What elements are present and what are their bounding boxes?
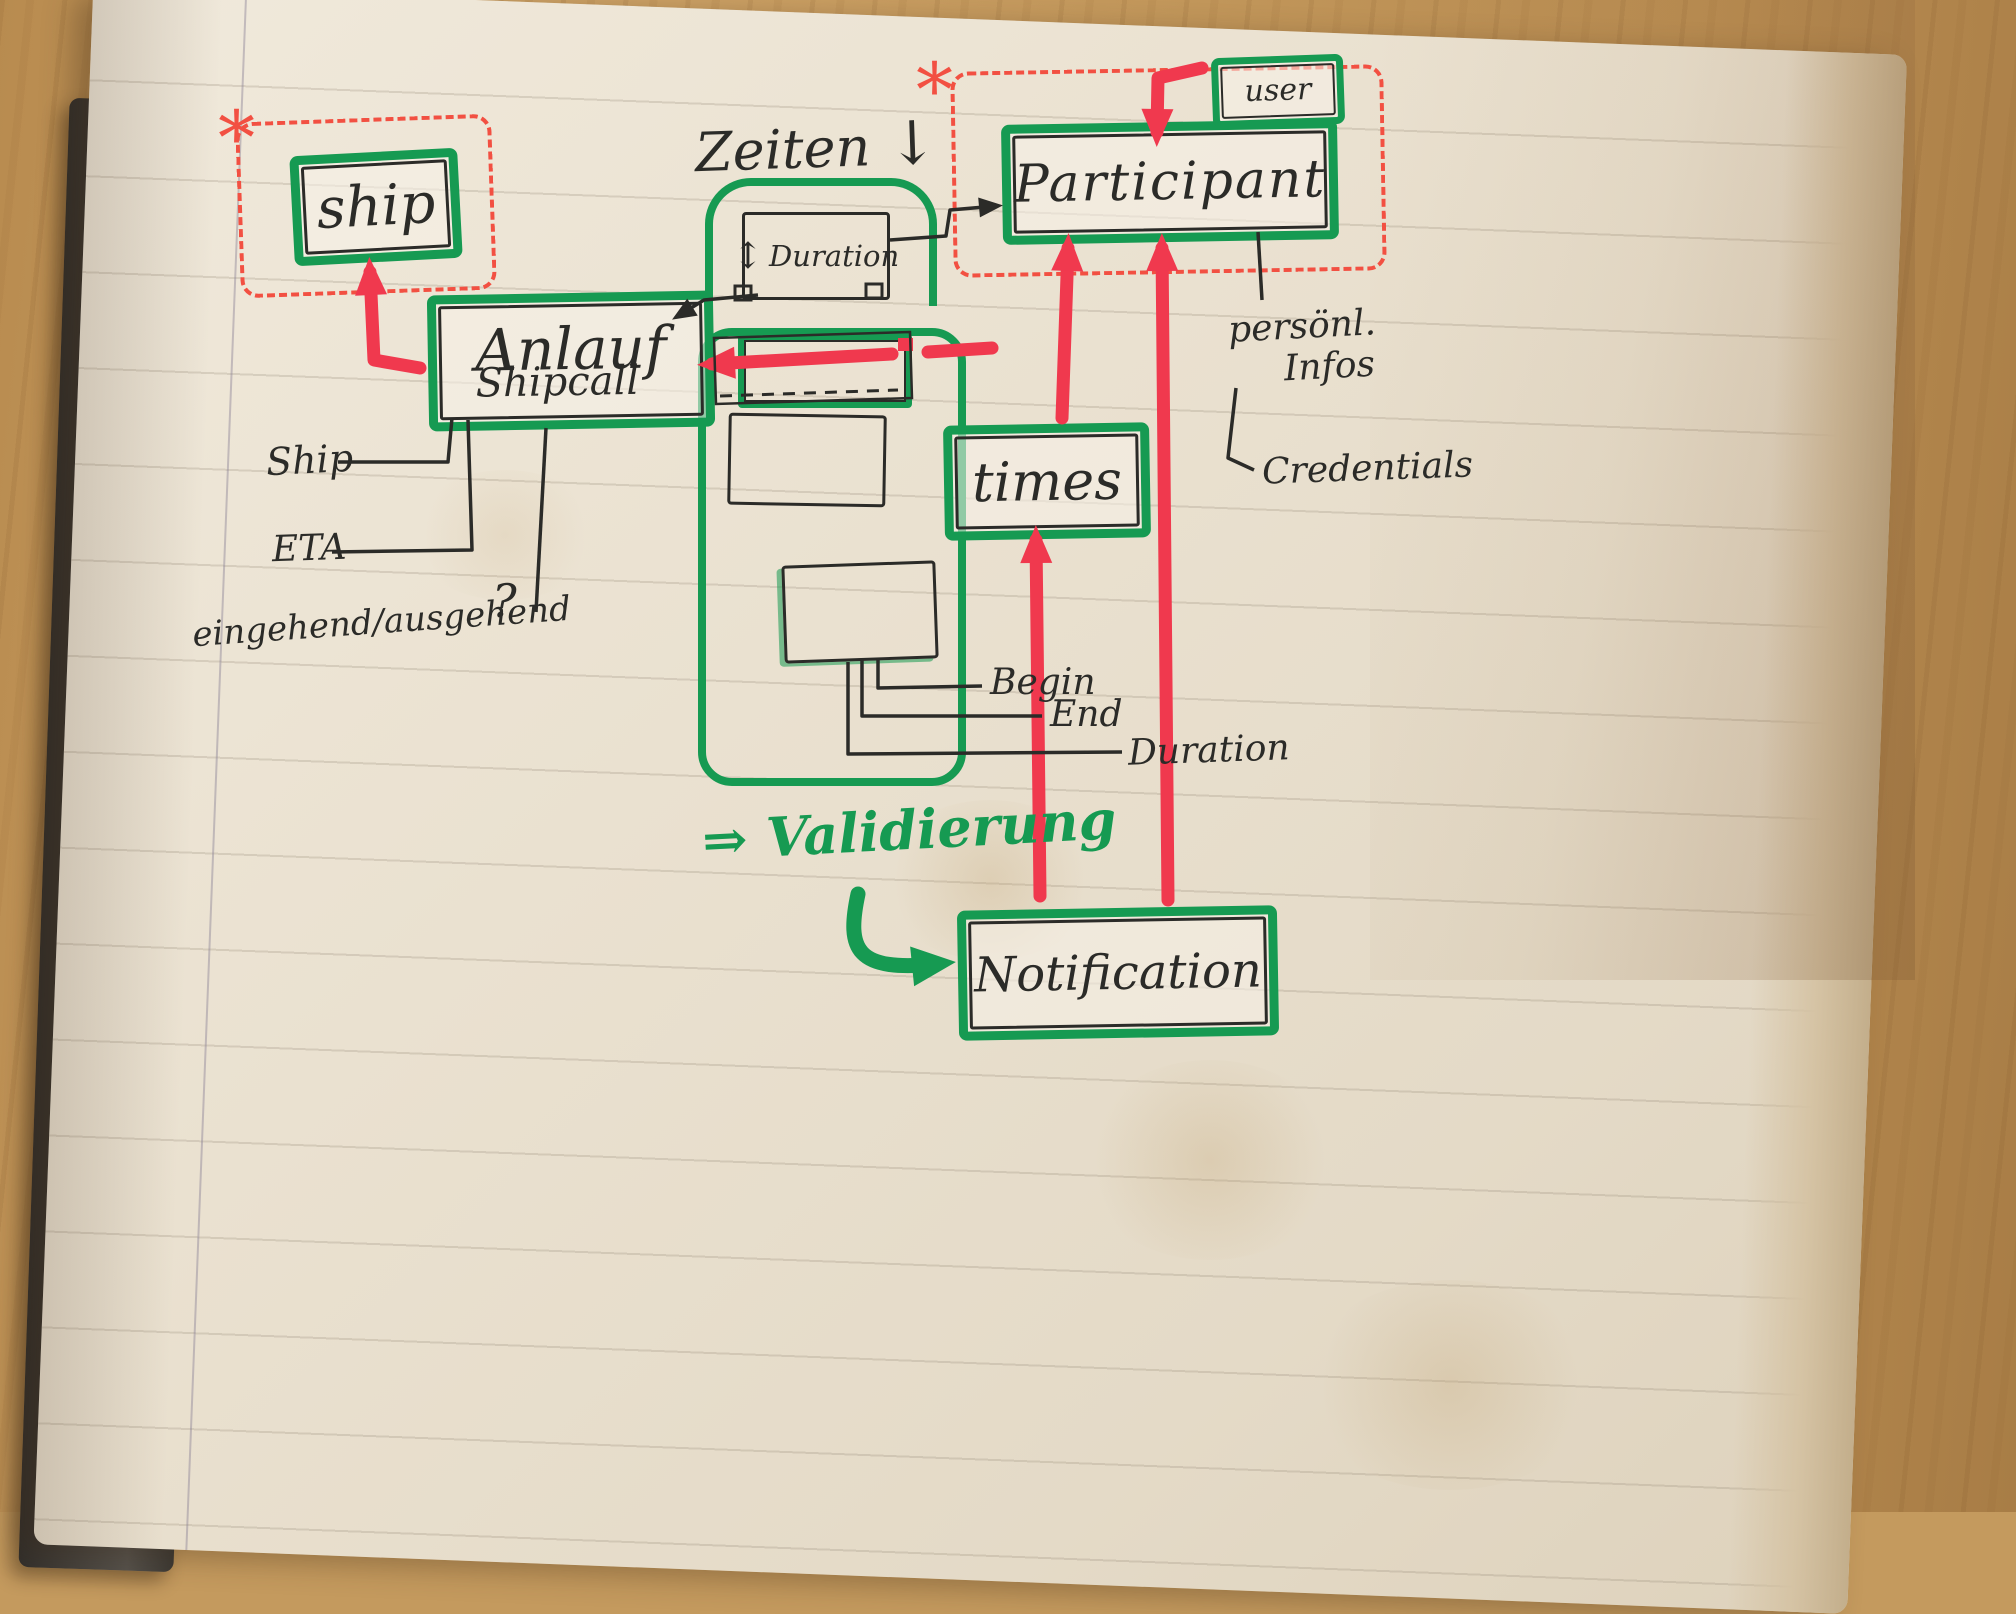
coffee-stain: [1300, 1280, 1600, 1490]
ship-label: ship: [315, 170, 437, 243]
attr-eta: ETA: [271, 526, 348, 571]
coffee-stain: [1080, 1060, 1340, 1260]
user-entity: user: [1210, 53, 1346, 129]
attr-ship: Ship: [264, 435, 355, 485]
updown-arrow-icon: ↕: [732, 235, 764, 277]
ship-asterisk: *: [218, 96, 255, 182]
notification-label: Notification: [973, 942, 1263, 1004]
down-arrow-icon: ↓: [886, 107, 939, 180]
user-label: user: [1243, 71, 1312, 110]
anlauf-shipcall-entity: Anlauf Shipcall: [426, 290, 716, 432]
attr-personal-line1: persönl.: [1227, 302, 1377, 351]
time-slot-box-1: [738, 334, 912, 408]
notification-entity: Notification: [956, 905, 1280, 1041]
duration-bracket: [705, 178, 937, 306]
attr-end: End: [1050, 694, 1123, 735]
attr-personal-line2: Infos: [1282, 343, 1376, 390]
attr-duration: Duration: [1127, 727, 1291, 774]
time-slot-box-3: [781, 560, 939, 664]
times-entity: times: [943, 422, 1151, 541]
times-label: times: [971, 448, 1123, 514]
attr-question-mark: ?: [492, 574, 517, 628]
participant-label: Participant: [1013, 149, 1327, 215]
zeiten-note: Zeiten ↓: [694, 108, 939, 186]
zeiten-label: Zeiten: [694, 115, 872, 185]
time-slot-box-2: [727, 412, 887, 508]
ship-entity: ship: [289, 147, 463, 267]
attr-credentials: Credentials: [1261, 444, 1474, 493]
duration-box-label: Duration: [769, 239, 900, 273]
double-arrow-icon: ⇒: [700, 806, 750, 873]
shipcall-label: Shipcall: [475, 357, 640, 407]
duration-box: ↕ Duration: [733, 212, 899, 300]
participant-asterisk: *: [916, 48, 953, 134]
participant-entity: Participant: [1000, 119, 1340, 245]
